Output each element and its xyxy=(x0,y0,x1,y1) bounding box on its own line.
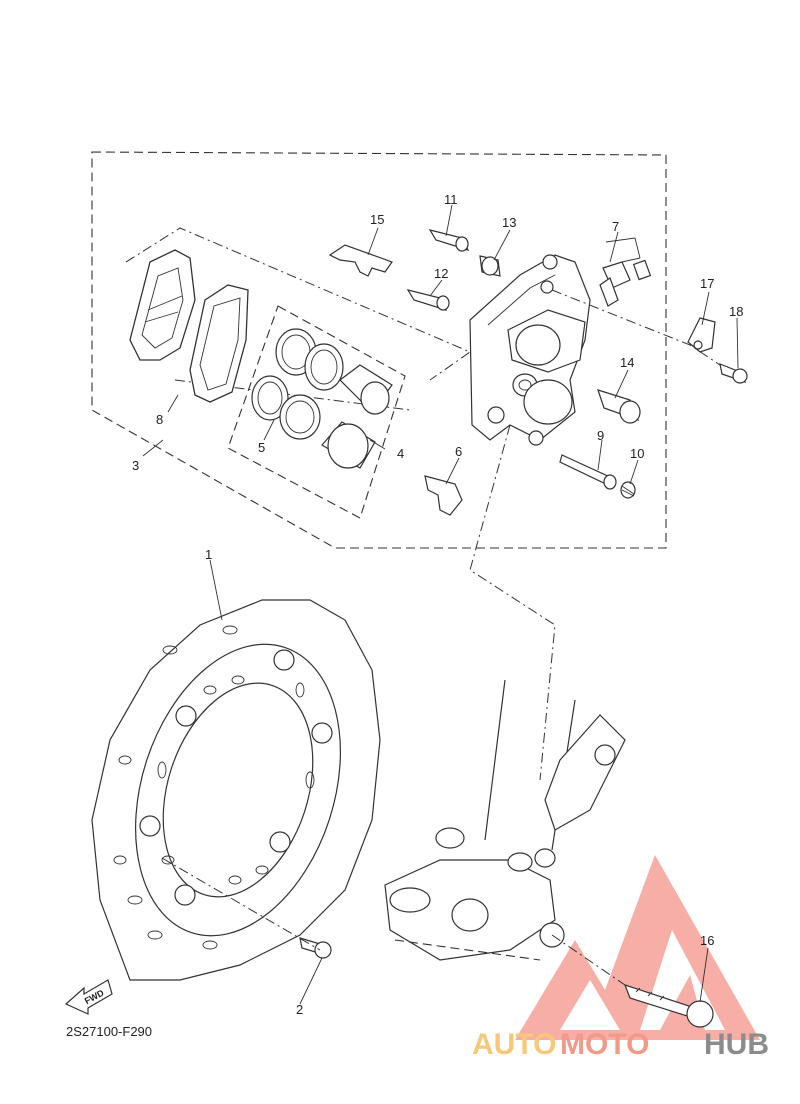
watermark-hub: HUB xyxy=(704,1028,769,1061)
pin-12 xyxy=(406,289,450,311)
assembly-boundary xyxy=(91,151,667,549)
front-fork xyxy=(384,679,626,961)
piston-group-boundary xyxy=(227,305,406,519)
watermark-text: AUTO MOTO HUB xyxy=(472,1028,769,1061)
label-18: 18 xyxy=(729,304,743,319)
pad-support xyxy=(424,475,463,516)
label-5: 5 xyxy=(258,440,265,455)
brake-pad-left xyxy=(129,249,196,361)
label-14: 14 xyxy=(620,355,634,370)
plug-13 xyxy=(479,255,501,277)
watermark-moto: MOTO xyxy=(560,1028,649,1061)
pin-11 xyxy=(428,229,470,252)
label-7: 7 xyxy=(612,219,619,234)
leader-lines xyxy=(142,204,739,1005)
label-12: 12 xyxy=(434,266,448,281)
label-8: 8 xyxy=(156,412,163,427)
bolt-9 xyxy=(559,454,617,490)
pin-14 xyxy=(597,389,641,424)
bolt-18 xyxy=(719,363,748,384)
label-13: 13 xyxy=(502,215,516,230)
clamp-17 xyxy=(687,317,716,353)
brake-pad-right xyxy=(189,284,249,403)
label-15: 15 xyxy=(370,212,384,227)
label-9: 9 xyxy=(597,428,604,443)
label-4: 4 xyxy=(397,446,404,461)
label-11: 11 xyxy=(444,192,458,207)
forward-arrow-icon: FWD xyxy=(64,979,113,1015)
piston-seals xyxy=(251,328,344,440)
label-16: 16 xyxy=(700,933,714,948)
label-1: 1 xyxy=(205,547,212,562)
label-2: 2 xyxy=(296,1002,303,1017)
brake-caliper xyxy=(469,254,591,446)
pad-spring xyxy=(328,244,393,277)
label-6: 6 xyxy=(455,444,462,459)
pistons xyxy=(321,364,393,469)
brake-disc xyxy=(91,599,381,981)
label-17: 17 xyxy=(700,276,714,291)
label-10: 10 xyxy=(630,446,644,461)
diagram-code: 2S27100-F290 xyxy=(66,1024,152,1039)
bolt-16 xyxy=(623,984,714,1028)
cap-10 xyxy=(620,481,636,499)
watermark-auto: AUTO xyxy=(472,1028,556,1061)
label-3: 3 xyxy=(132,458,139,473)
bleed-screw xyxy=(599,237,652,307)
